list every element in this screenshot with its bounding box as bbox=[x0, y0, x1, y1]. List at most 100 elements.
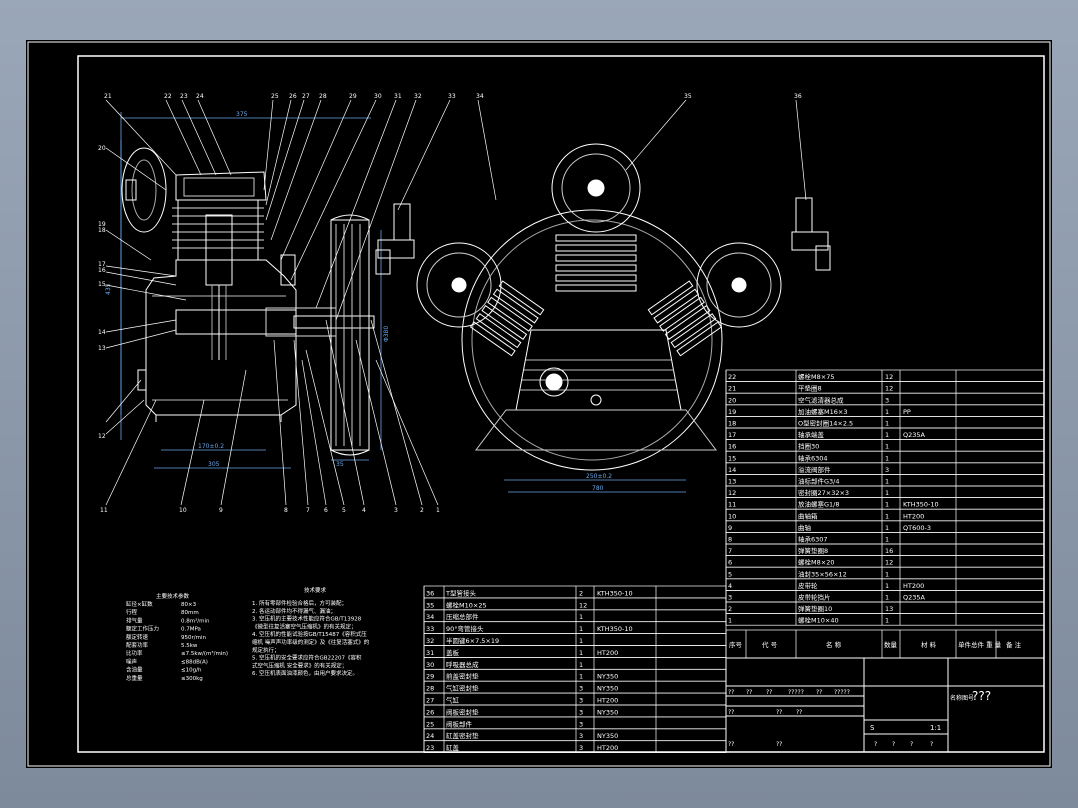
bom-name: 油封35×56×12 bbox=[798, 569, 847, 578]
bom-qty: 1 bbox=[885, 420, 889, 428]
spec-value: ≤88dB(A) bbox=[181, 659, 208, 665]
bom-header-cell: 名 称 bbox=[826, 640, 842, 649]
bom-qty: 12 bbox=[885, 385, 893, 393]
bom-name: 90°弯管接头 bbox=[446, 624, 484, 633]
bom-material: KTH350-10 bbox=[903, 501, 939, 509]
bom-seq: 30 bbox=[426, 661, 434, 669]
bom-qty: 3 bbox=[579, 720, 583, 728]
tech-line: 5. 空压机的安全要求应符合GB22207《容积 bbox=[252, 654, 362, 662]
bom-seq: 23 bbox=[426, 744, 434, 752]
spec-label: 总重量 bbox=[126, 674, 143, 682]
bom-material: NY350 bbox=[597, 708, 618, 716]
bom-name: 气缸密封垫 bbox=[446, 684, 479, 693]
bottom-mark: ? bbox=[910, 741, 913, 748]
bom-seq: 16 bbox=[728, 443, 736, 451]
bom-seq: 25 bbox=[426, 720, 434, 728]
bom-seq: 29 bbox=[426, 673, 434, 681]
bom-name: 气缸 bbox=[446, 696, 460, 705]
bom-seq: 18 bbox=[728, 420, 736, 428]
mechanical-drawing: 375 435 170±0.2 305 Φ380 35 bbox=[27, 41, 1051, 767]
air-filter bbox=[121, 147, 167, 233]
callout-1: 1 bbox=[436, 507, 440, 514]
bom-material: NY350 bbox=[597, 685, 618, 693]
bom-seq: 9 bbox=[728, 524, 732, 532]
callout-22: 22 bbox=[164, 93, 172, 100]
tech-line: 4. 空压机的性能试验按GB/T15487《容积式压 bbox=[252, 630, 367, 638]
spec-value: ≤7.5kw/(m³/min) bbox=[181, 650, 228, 657]
bom-header-cell: 材 料 bbox=[921, 640, 937, 649]
bom-qty: 13 bbox=[885, 605, 893, 613]
spec-label: 配套功率 bbox=[126, 641, 149, 649]
bom-name: 皮带轮挡片 bbox=[798, 593, 831, 602]
spec-title: 主要技术参数 bbox=[156, 592, 190, 600]
callout-9: 9 bbox=[219, 507, 223, 514]
bottom-mark: ?? bbox=[776, 741, 782, 748]
sheet-mark: ????? bbox=[788, 689, 804, 696]
bom-seq: 28 bbox=[426, 685, 434, 693]
bom-seq: 13 bbox=[728, 478, 736, 486]
bom-name: 阀板密封垫 bbox=[446, 707, 479, 716]
breather bbox=[280, 254, 296, 286]
callout-28: 28 bbox=[319, 93, 327, 100]
spec-label: 缸径×缸数 bbox=[126, 600, 153, 608]
bom-seq: 36 bbox=[426, 589, 434, 597]
bom-seq: 2 bbox=[728, 605, 732, 613]
lower-mark: ?? bbox=[776, 709, 782, 716]
bom-qty: 16 bbox=[885, 547, 893, 555]
callout-30: 30 bbox=[374, 93, 382, 100]
callout-17: 17 bbox=[98, 261, 106, 268]
bom-seq: 22 bbox=[728, 373, 736, 381]
bom-seq: 33 bbox=[426, 625, 434, 633]
front-view bbox=[416, 143, 782, 471]
bom-material: HT200 bbox=[597, 697, 618, 705]
bom-material: HT200 bbox=[903, 582, 924, 590]
spec-value: 0.8m³/min bbox=[181, 617, 210, 624]
spec-value: 0.7MPa bbox=[181, 627, 201, 633]
dim-top-width: 375 bbox=[236, 111, 248, 118]
callout-29: 29 bbox=[349, 93, 357, 100]
bom-name: 呼吸器总成 bbox=[446, 660, 479, 669]
callout-12: 12 bbox=[98, 433, 106, 440]
bom-material: HT200 bbox=[903, 512, 924, 520]
bom-material: QT600-3 bbox=[903, 524, 931, 532]
bom-material: NY350 bbox=[597, 732, 618, 740]
bom-name: 加油螺塞M16×3 bbox=[798, 407, 847, 416]
side-section-view bbox=[121, 147, 375, 456]
oil-sight-glass bbox=[539, 367, 569, 397]
side-dim-labels: 375 435 170±0.2 305 Φ380 35 bbox=[105, 111, 390, 468]
bom-name: 阀板部件 bbox=[446, 719, 473, 728]
callout-36: 36 bbox=[794, 93, 802, 100]
bom-name: 平垫圈8 bbox=[798, 384, 822, 393]
bom-name: 密封圈27×32×3 bbox=[798, 488, 849, 497]
spec-value: ≤300kg bbox=[181, 676, 203, 682]
bom-name: 弹簧垫圈8 bbox=[798, 546, 828, 555]
inner-frame bbox=[77, 55, 1045, 753]
bom-name: 缸盖 bbox=[446, 743, 460, 752]
bom-name: 缸盖密封垫 bbox=[446, 731, 479, 740]
bom-seq: 4 bbox=[728, 582, 732, 590]
bom-seq: 32 bbox=[426, 637, 434, 645]
bom-name: 螺栓M8×75 bbox=[798, 372, 834, 381]
spec-value: 80×3 bbox=[181, 602, 197, 608]
callout-27: 27 bbox=[302, 93, 310, 100]
title-block-text: 名称图号 ??? S 1:1 bbox=[870, 689, 991, 732]
top-cylinder-fins bbox=[555, 234, 637, 292]
spec-value: ≤10g/h bbox=[181, 668, 202, 674]
callout-leaders bbox=[105, 99, 807, 506]
sheet-mark: ?? bbox=[766, 689, 772, 696]
bom-qty: 1 bbox=[885, 489, 889, 497]
bom-qty: 3 bbox=[885, 396, 889, 404]
bom-seq: 5 bbox=[728, 570, 732, 578]
bom-qty: 12 bbox=[885, 373, 893, 381]
callout-6: 6 bbox=[324, 507, 328, 514]
bom-seq: 12 bbox=[728, 489, 736, 497]
bom-name: 螺栓M10×25 bbox=[446, 600, 487, 609]
bom-name: 螺栓M10×40 bbox=[798, 616, 839, 625]
bom-name: T型管接头 bbox=[445, 588, 476, 597]
tech-line: 式空气压缩机 安全要求》的有关规定； bbox=[252, 661, 347, 669]
sheet-mark: ?? bbox=[728, 689, 734, 696]
spec-value: 5.5kw bbox=[181, 643, 198, 649]
bom-name: 皮带轮 bbox=[798, 581, 818, 590]
